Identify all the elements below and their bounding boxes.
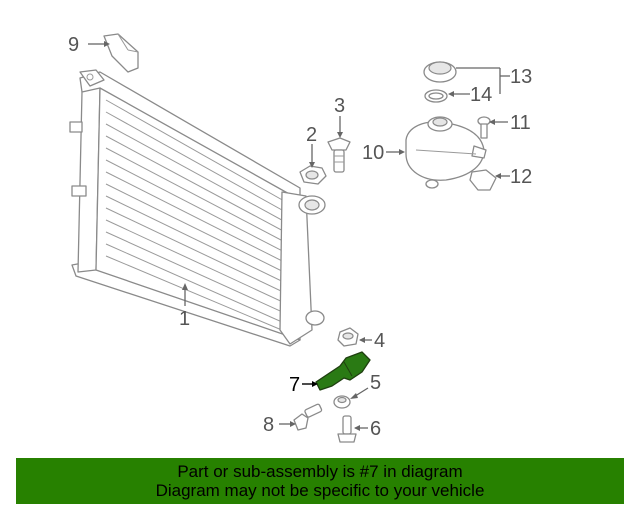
callout-6: 6 bbox=[370, 418, 381, 440]
bracket-7-highlighted bbox=[315, 351, 371, 391]
grommet-4-drawing bbox=[337, 327, 359, 347]
leader-lines bbox=[88, 41, 510, 431]
callout-11: 11 bbox=[510, 112, 531, 134]
banner-line-1: Part or sub-assembly is #7 in diagram bbox=[177, 462, 463, 481]
seal-14-drawing bbox=[424, 89, 448, 103]
reservoir-10-drawing bbox=[405, 116, 487, 189]
bolt-3-drawing bbox=[327, 137, 351, 173]
callout-1: 1 bbox=[179, 308, 190, 330]
callout-3: 3 bbox=[334, 95, 345, 117]
callout-13: 13 bbox=[510, 66, 532, 88]
clip-12-drawing bbox=[469, 169, 497, 191]
screw-11-drawing bbox=[477, 116, 491, 139]
callout-7: 7 bbox=[289, 374, 300, 396]
nut-2-drawing bbox=[299, 165, 327, 185]
bolt-8-drawing bbox=[293, 403, 323, 431]
callout-9: 9 bbox=[68, 34, 79, 56]
bracket-9-drawing bbox=[103, 33, 139, 73]
callout-14: 14 bbox=[470, 84, 492, 106]
callout-8: 8 bbox=[263, 414, 274, 436]
callout-4: 4 bbox=[374, 330, 385, 352]
callout-5: 5 bbox=[370, 372, 381, 394]
callout-2: 2 bbox=[306, 124, 317, 146]
cap-13-drawing bbox=[423, 61, 457, 83]
callout-12: 12 bbox=[510, 166, 532, 188]
banner-line-2: Diagram may not be specific to your vehi… bbox=[155, 481, 485, 500]
bolt-6-drawing bbox=[337, 415, 357, 443]
radiator-drawing bbox=[69, 69, 326, 347]
info-banner: Part or sub-assembly is #7 in diagram Di… bbox=[16, 458, 624, 504]
grommet-5-drawing bbox=[333, 395, 351, 409]
callout-10: 10 bbox=[362, 142, 384, 164]
